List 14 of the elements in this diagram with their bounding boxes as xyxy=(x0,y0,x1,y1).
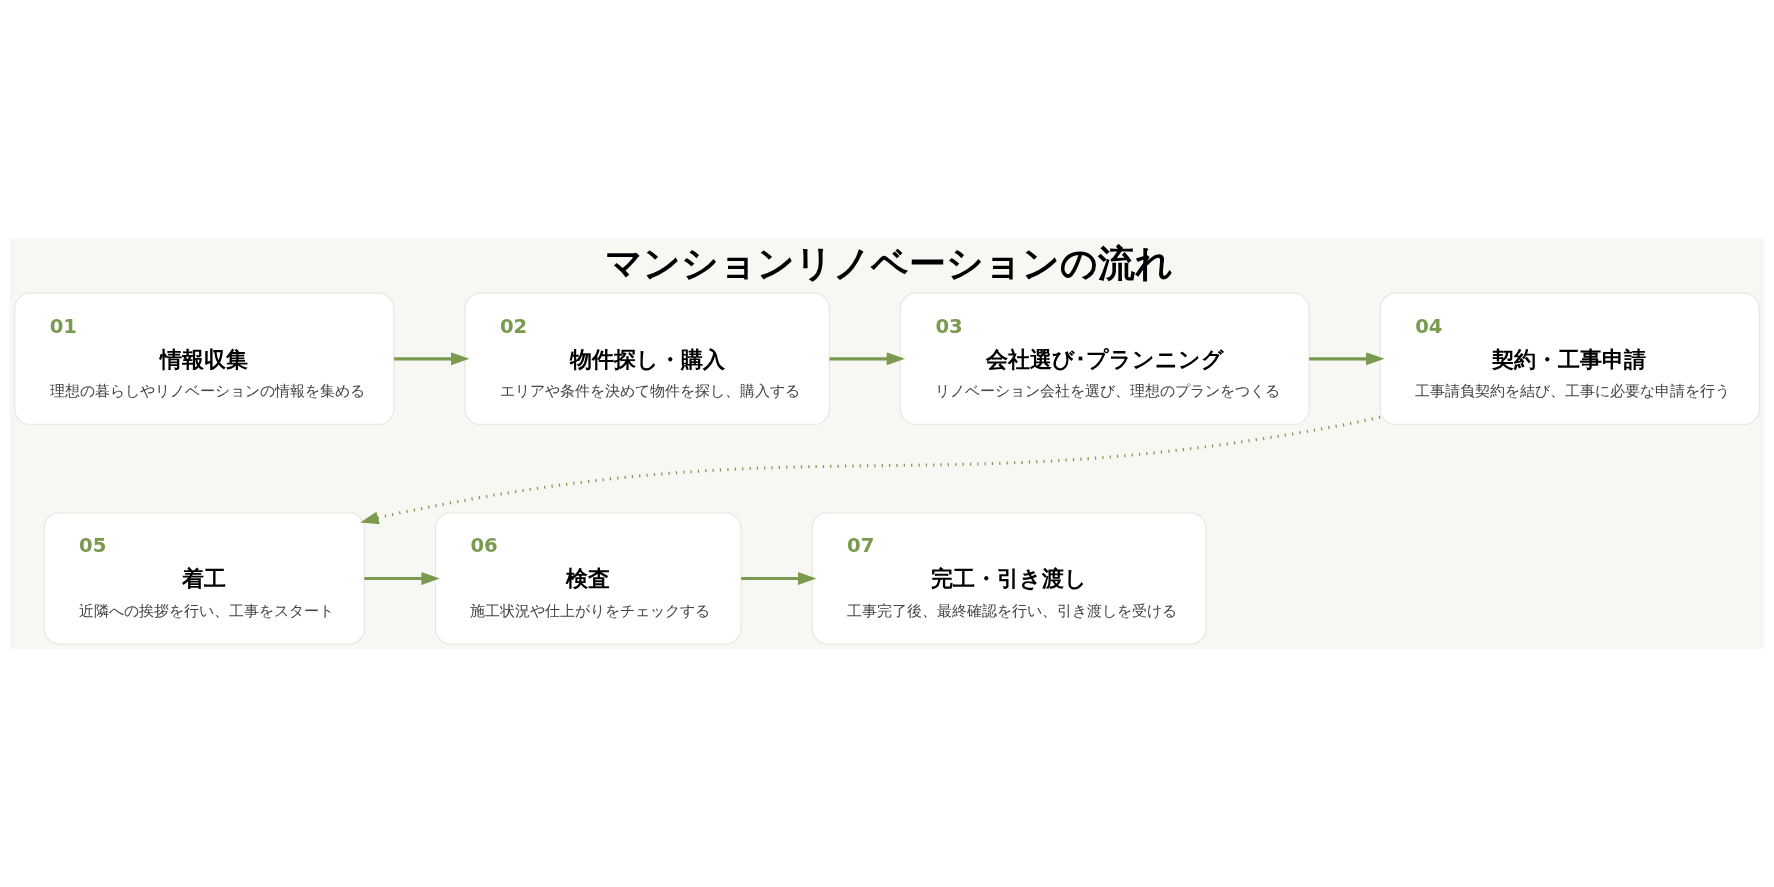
node-box: 07 完工・引き渡し 工事完了後、最終確認を行い、引き渡しを受ける xyxy=(811,512,1207,645)
node-box: 03 会社選び･プランニング リノベーション会社を選び、理想のプランをつくる xyxy=(899,292,1310,426)
node-box: 06 検査 施工状況や仕上がりをチェックする xyxy=(434,512,742,645)
node-box: 02 物件探し・購入 エリアや条件を決めて物件を探し、購入する xyxy=(464,292,830,426)
arrow xyxy=(364,572,440,585)
node-box: 05 着工 近隣への挨拶を行い、工事をスタート xyxy=(43,512,365,645)
arrow xyxy=(360,415,1381,525)
arrow xyxy=(741,572,817,585)
node-box: 01 情報収集 理想の暮らしやリノベーションの情報を集める xyxy=(14,292,395,426)
node-box: 04 契約・工事申請 工事請負契約を結び、工事に必要な申請を行う xyxy=(1379,292,1760,426)
arrow xyxy=(394,352,470,366)
diagram-title: マンションリノベーションの流れ xyxy=(604,242,1173,286)
arrow xyxy=(1309,352,1385,366)
arrow xyxy=(829,352,906,366)
